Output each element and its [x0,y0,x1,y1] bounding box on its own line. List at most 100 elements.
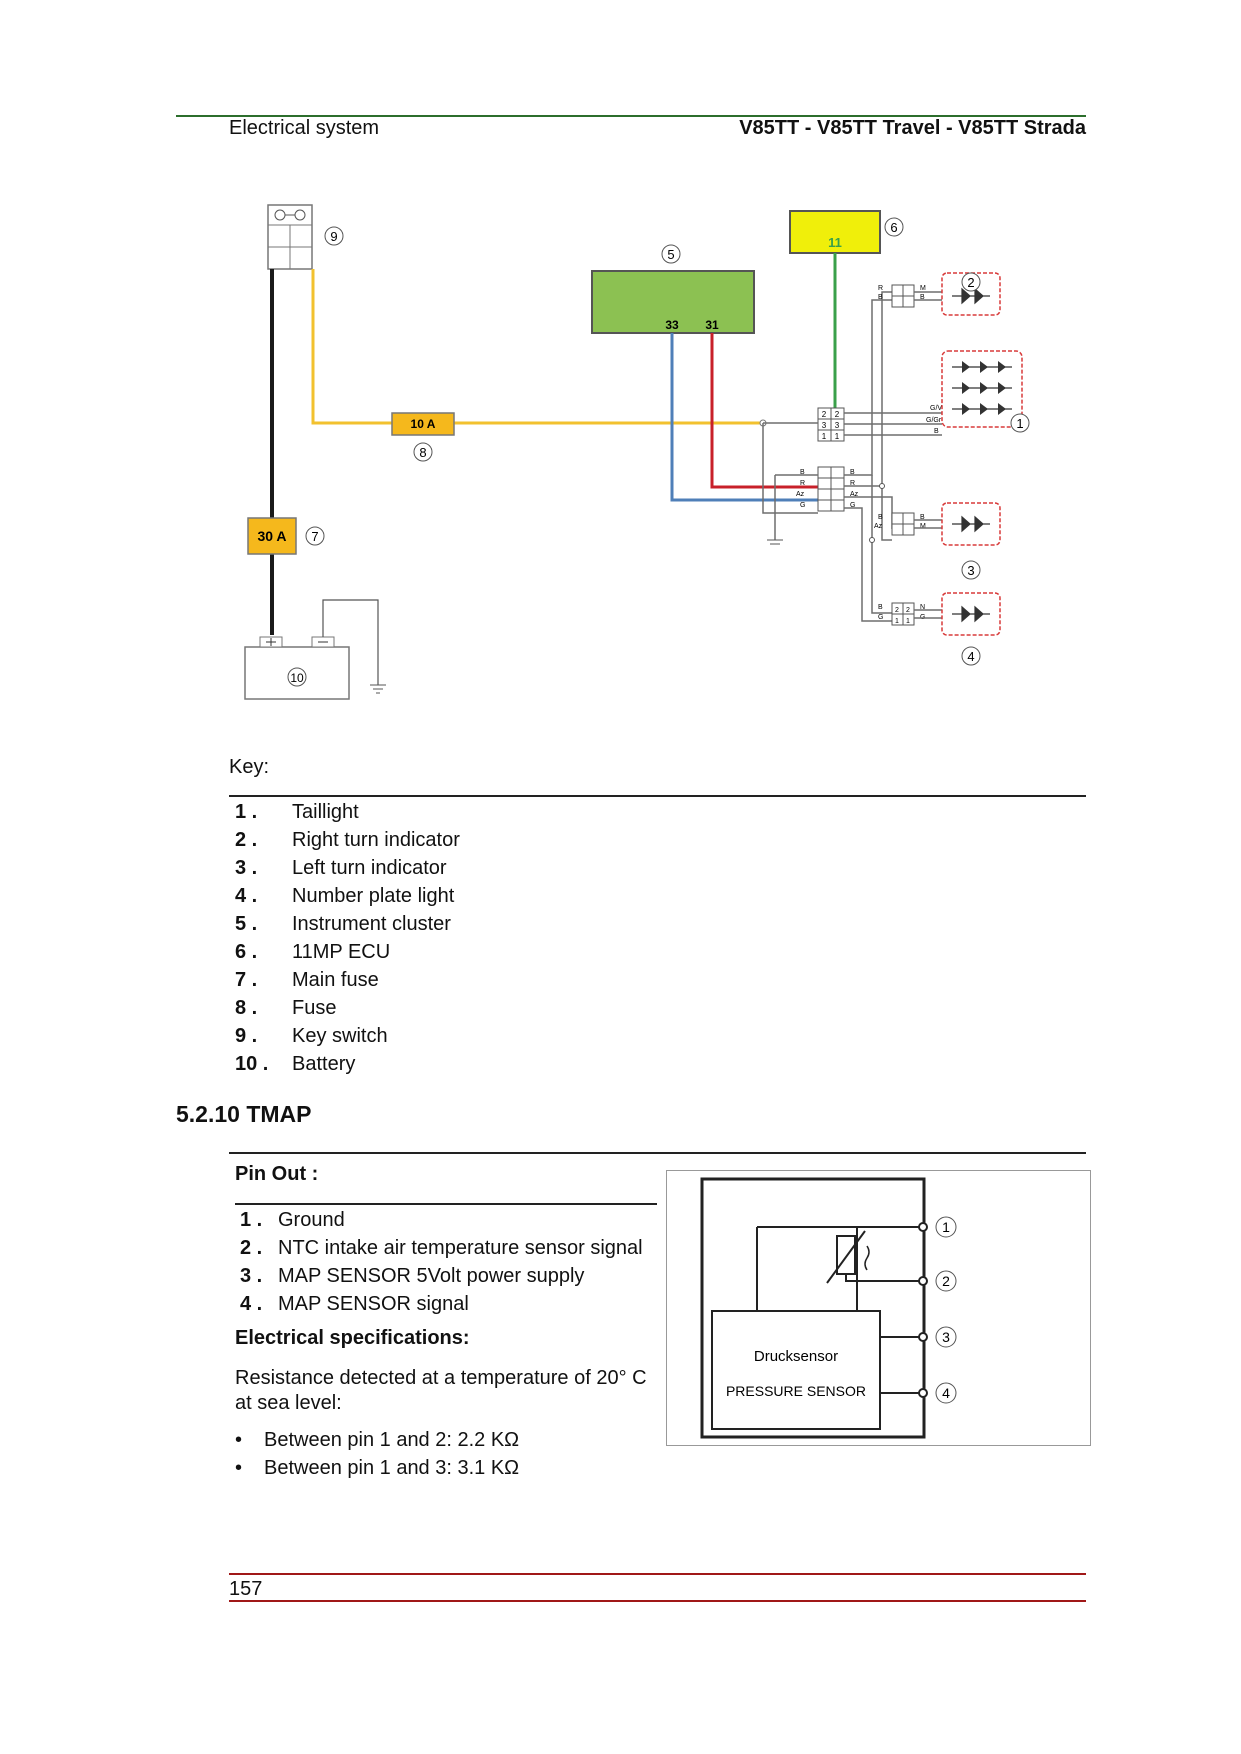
svg-text:G/V: G/V [930,405,942,412]
left-indicator-connector: B Az B M [874,512,942,536]
wiring-diagram: 30 A 10 A 33 31 11 2 2 3 3 1 1 G/V G/G [244,204,1030,700]
svg-text:B: B [878,604,883,611]
svg-text:8: 8 [419,445,426,460]
svg-text:1: 1 [942,1219,950,1235]
svg-text:1: 1 [822,432,827,441]
footer-rule-top [229,1573,1086,1575]
plate-light-lamp [941,592,1001,636]
list-item: •Between pin 1 and 2: 2.2 KΩ [235,1429,520,1451]
svg-text:R: R [850,480,855,487]
page-number: 157 [229,1578,263,1600]
svg-text:2: 2 [942,1273,950,1289]
main-connector [817,466,845,512]
header-rule [176,115,1086,117]
key-switch-symbol [267,204,313,270]
sensor-label-en: PRESSURE SENSOR [726,1383,866,1399]
specs-title: Electrical specifications: [235,1327,470,1349]
svg-text:6: 6 [890,220,897,235]
svg-text:B: B [920,294,925,301]
right-indicator-connector: R B M B [878,284,942,308]
list-item: 10 .Battery [235,1053,356,1075]
instrument-cluster-symbol [591,270,755,334]
svg-text:10: 10 [290,671,304,685]
svg-text:M: M [920,285,926,292]
svg-text:1: 1 [906,618,910,625]
svg-text:7: 7 [311,529,318,544]
svg-text:B: B [878,514,883,521]
list-item: 3 .MAP SENSOR 5Volt power supply [240,1265,585,1287]
svg-text:1: 1 [1016,416,1023,431]
main-fuse-symbol [247,517,297,555]
blue-wire [670,333,818,502]
list-item: 8 .Fuse [235,997,337,1019]
red-wire [710,333,818,489]
list-item: 2 .NTC intake air temperature sensor sig… [240,1237,643,1259]
svg-text:2: 2 [895,607,899,614]
svg-text:B: B [920,514,925,521]
list-item: 4 .Number plate light [235,885,455,907]
svg-text:B: B [934,428,939,435]
svg-text:R: R [800,480,805,487]
svg-text:Az: Az [874,523,883,530]
pin-list: 1 .Ground 2 .NTC intake air temperature … [240,1206,643,1318]
plate-light-connector: 2 2 1 1 B G N G [878,602,942,626]
tmap-diagram: Drucksensor PRESSURE SENSOR 1 2 3 4 [666,1170,1091,1446]
svg-text:Az: Az [850,491,859,498]
list-item: 2 .Right turn indicator [235,829,460,851]
key-list: 1 .Taillight 2 .Right turn indicator 3 .… [235,798,460,1078]
sensor-label-de: Drucksensor [754,1348,838,1365]
fuse-label: 10 A [411,417,436,431]
list-item: 7 .Main fuse [235,969,379,991]
svg-text:4: 4 [967,649,974,664]
svg-text:5: 5 [667,247,674,262]
callouts: 1 2 3 4 5 6 7 8 9 10 [287,217,1030,687]
svg-text:1: 1 [895,618,899,625]
svg-text:1: 1 [835,432,840,441]
yellow-wire [311,269,760,425]
ecu-pin: 11 [828,235,842,250]
pressure-sensor-block [711,1310,881,1430]
cluster-pin-a: 33 [665,318,679,332]
svg-text:M: M [920,523,926,530]
section-title: 5.2.10 TMAP [176,1101,312,1127]
cluster-pin-b: 31 [705,318,719,332]
pin-out-rule [235,1203,657,1205]
list-item: 3 .Left turn indicator [235,857,447,879]
svg-text:3: 3 [822,421,827,430]
list-item: 5 .Instrument cluster [235,913,451,935]
taillight-lamp [941,350,1023,428]
svg-text:G/Gr: G/Gr [926,417,942,424]
left-indicator-lamp [941,502,1001,546]
key-rule [229,795,1086,797]
fuse-symbol [391,412,455,436]
specs-text: Resistance detected at a temperature of … [235,1367,647,1414]
footer-rule-bottom [229,1600,1086,1602]
svg-text:R: R [878,285,883,292]
svg-text:3: 3 [942,1329,950,1345]
svg-text:3: 3 [967,563,974,578]
list-item: 6 .11MP ECU [235,941,391,963]
svg-text:Az: Az [796,491,805,498]
svg-text:9: 9 [330,229,337,244]
svg-text:B: B [850,469,855,476]
svg-text:4: 4 [942,1385,950,1401]
svg-text:2: 2 [835,410,840,419]
svg-text:2: 2 [967,275,974,290]
svg-text:G: G [800,502,805,509]
list-item: 1 .Taillight [235,801,359,823]
svg-text:N: N [920,604,925,611]
section-rule [229,1152,1086,1154]
svg-text:G: G [878,614,883,621]
svg-text:B: B [878,294,883,301]
header-section-name: Electrical system [229,117,380,139]
key-title: Key: [229,756,270,778]
main-fuse-label: 30 A [257,528,286,544]
svg-text:3: 3 [835,421,840,430]
battery-symbol [244,599,386,700]
svg-text:B: B [800,469,805,476]
svg-text:2: 2 [906,607,910,614]
specs-bullets: •Between pin 1 and 2: 2.2 KΩ •Between pi… [235,1426,519,1482]
list-item: •Between pin 1 and 3: 3.1 KΩ [235,1457,520,1479]
list-item: 4 .MAP SENSOR signal [240,1293,469,1315]
pin-out-title: Pin Out : [235,1163,319,1185]
